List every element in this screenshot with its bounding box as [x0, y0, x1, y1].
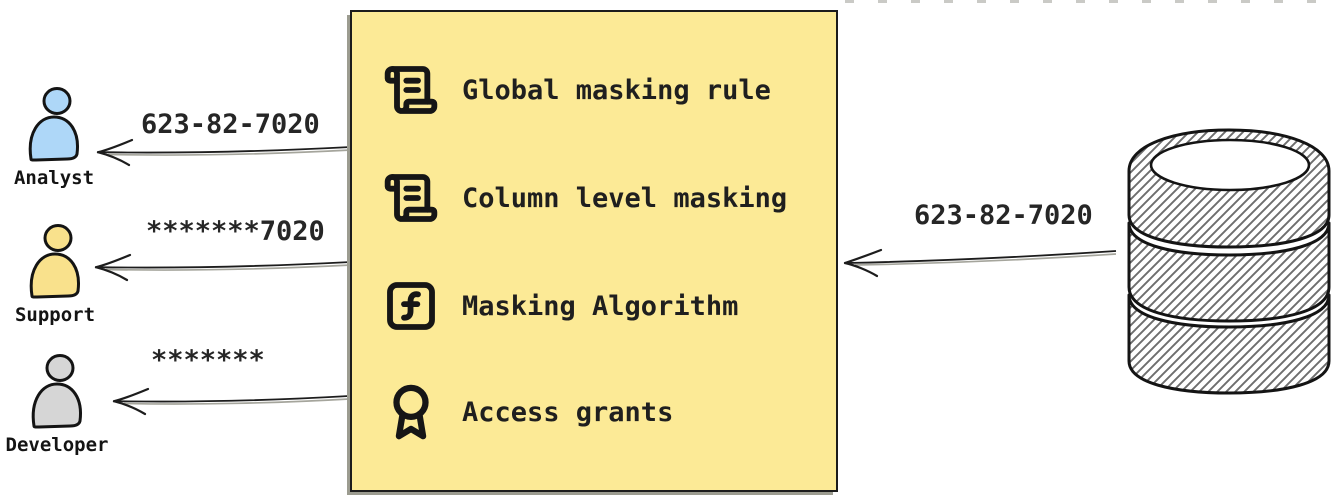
masked-value-analyst: 623-82-7020: [141, 109, 320, 140]
award-icon: [382, 383, 440, 441]
persona-label: Developer: [5, 434, 109, 456]
masking-box-item-label: Access grants: [462, 396, 674, 428]
support-user-icon: [29, 224, 80, 299]
masking-box-item: Global masking rule: [382, 58, 820, 122]
scroll-icon: [382, 170, 440, 226]
persona-support: Support: [7, 223, 103, 326]
scroll-icon: [382, 62, 440, 118]
masking-box-item: Access grants: [382, 380, 820, 444]
masked-value-developer: *******: [151, 345, 265, 376]
arrow-to-support: [94, 253, 352, 282]
developer-user-icon: [31, 354, 82, 429]
masking-box-item-label: Masking Algorithm: [462, 290, 739, 322]
database-icon: [1127, 128, 1331, 395]
arrow-to-analyst: [96, 138, 352, 167]
masking-box-item: Masking Algorithm: [382, 274, 820, 338]
masking-box-item-label: Column level masking: [462, 182, 788, 214]
arrow-from-database: [843, 248, 1117, 278]
database-output-value: 623-82-7020: [914, 200, 1093, 231]
function-square-icon: [382, 278, 440, 334]
masking-box: Global masking rule Column level masking: [350, 10, 838, 492]
persona-label: Analyst: [13, 167, 95, 189]
persona-developer: Developer: [6, 353, 108, 456]
masking-box-item-label: Global masking rule: [462, 74, 771, 106]
persona-analyst: Analyst: [6, 86, 102, 189]
masked-value-support: *******7020: [146, 216, 325, 247]
persona-label: Support: [14, 304, 96, 326]
analyst-user-icon: [28, 87, 79, 162]
masking-box-item: Column level masking: [382, 166, 820, 230]
dashed-border-line: [845, 0, 1340, 3]
arrow-to-developer: [112, 387, 350, 416]
